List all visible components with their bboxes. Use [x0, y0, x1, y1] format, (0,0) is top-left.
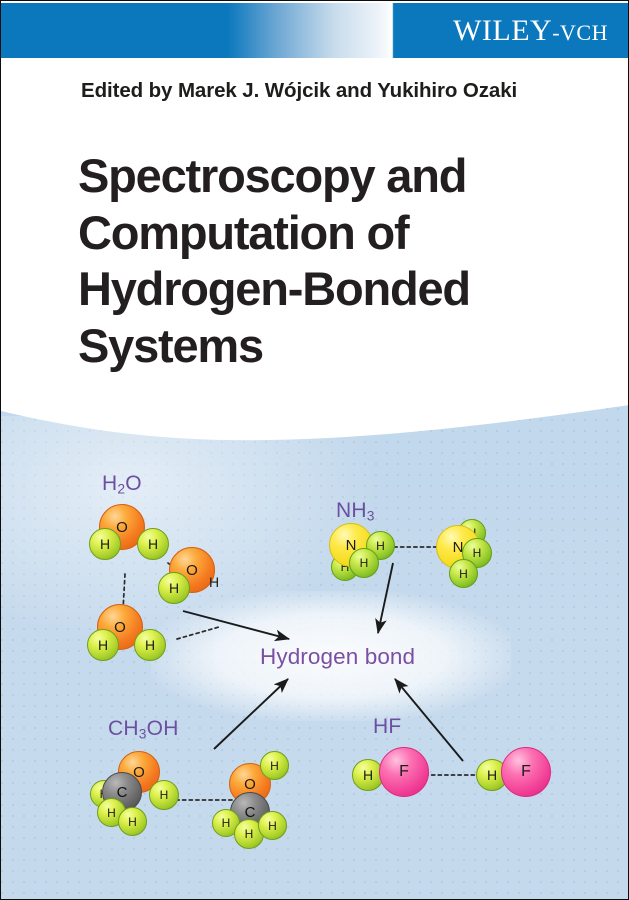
atom-hydrogen: H — [366, 531, 395, 560]
atom-fluorine: F — [379, 747, 429, 797]
atom-hydrogen: H — [258, 811, 287, 840]
atom-hydrogen: H — [87, 629, 119, 661]
atom-hydrogen: H — [260, 751, 289, 780]
atom-fluorine: F — [501, 747, 551, 797]
atom-hydrogen: H — [118, 807, 147, 836]
atom-hydrogen: H — [449, 559, 478, 588]
wiley-vch-logo: WILEY-VCH — [453, 13, 608, 47]
formula-label-methanol: CH3OH — [108, 717, 179, 742]
formula-label-ammonia: NH3 — [336, 499, 375, 524]
atom-hydrogen: H — [134, 629, 166, 661]
atom-hydrogen: H — [158, 572, 190, 604]
title-line-2: Computation of — [78, 205, 410, 259]
atom-hydrogen: H — [349, 548, 379, 578]
atom-hydrogen: H — [137, 528, 169, 560]
title-line-4: Systems — [78, 318, 264, 372]
atom-oxygen: O — [169, 547, 215, 593]
atom-hydrogen: H — [149, 780, 179, 810]
hydrogen-bond-label: Hydrogen bond — [260, 644, 416, 669]
formula-label-water: H2O — [102, 472, 142, 497]
wiley-logo-primary: WILEY — [453, 13, 553, 47]
wiley-logo-secondary: -VCH — [552, 19, 608, 45]
atom-hydrogen-label: H — [209, 574, 220, 590]
publisher-band: WILEY-VCH — [1, 3, 628, 58]
title-line-1: Spectroscopy and — [78, 149, 467, 202]
editors-byline: Edited by Marek J. Wójcik and Yukihiro O… — [81, 79, 518, 102]
formula-label-hydrogen-fluoride: HF — [373, 715, 402, 738]
page-title: Spectroscopy and Computation of Hydrogen… — [78, 148, 578, 375]
atom-hydrogen: H — [89, 528, 121, 560]
title-line-3: Hydrogen-Bonded — [78, 262, 471, 316]
